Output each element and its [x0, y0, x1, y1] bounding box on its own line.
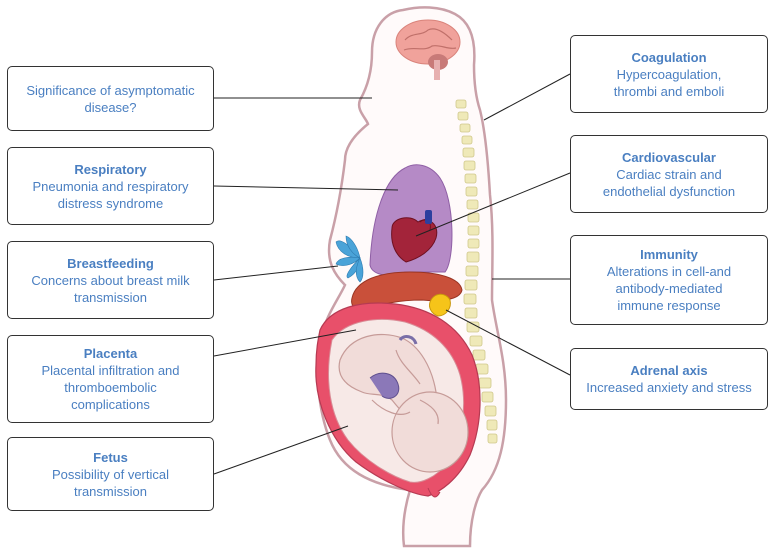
- label-breastfeeding: Breastfeeding Concerns about breast milk…: [7, 241, 214, 319]
- cardiovascular-title: Cardiovascular: [622, 149, 716, 166]
- placenta-title: Placenta: [84, 345, 137, 362]
- label-immunity: Immunity Alterations in cell-and antibod…: [570, 235, 768, 325]
- breastfeeding-title: Breastfeeding: [67, 255, 154, 272]
- label-adrenal-axis: Adrenal axis Increased anxiety and stres…: [570, 348, 768, 410]
- asymptomatic-description: Significance of asymptomatic disease?: [26, 82, 194, 116]
- placenta-description: Placental infiltration and thromboemboli…: [41, 362, 179, 413]
- immunity-title: Immunity: [640, 246, 698, 263]
- coagulation-description: Hypercoagulation, thrombi and emboli: [614, 66, 725, 100]
- adrenal-description: Increased anxiety and stress: [586, 379, 751, 396]
- label-cardiovascular: Cardiovascular Cardiac strain and endoth…: [570, 135, 768, 213]
- label-placenta: Placenta Placental infiltration and thro…: [7, 335, 214, 423]
- immunity-description: Alterations in cell-and antibody-mediate…: [607, 263, 731, 314]
- cardiovascular-description: Cardiac strain and endothelial dysfuncti…: [603, 166, 735, 200]
- breastfeeding-description: Concerns about breast milk transmission: [31, 272, 189, 306]
- adrenal-title: Adrenal axis: [630, 362, 707, 379]
- label-fetus: Fetus Possibility of vertical transmissi…: [7, 437, 214, 511]
- label-respiratory: Respiratory Pneumonia and respiratory di…: [7, 147, 214, 225]
- respiratory-description: Pneumonia and respiratory distress syndr…: [32, 178, 188, 212]
- label-asymptomatic: Significance of asymptomatic disease?: [7, 66, 214, 131]
- label-coagulation: Coagulation Hypercoagulation, thrombi an…: [570, 35, 768, 113]
- fetus-title: Fetus: [93, 449, 128, 466]
- respiratory-title: Respiratory: [74, 161, 146, 178]
- fetus-description: Possibility of vertical transmission: [52, 466, 169, 500]
- coagulation-title: Coagulation: [631, 49, 706, 66]
